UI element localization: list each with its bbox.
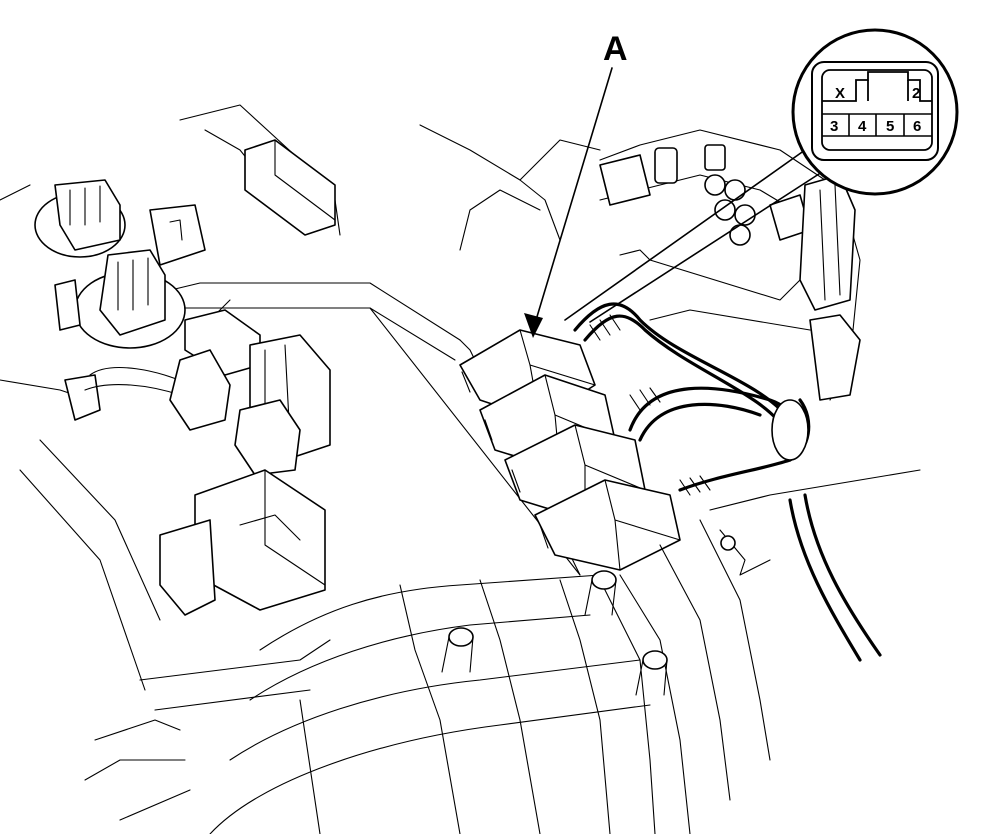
inset-connector-face [821, 69, 933, 151]
pin-label-5: 5 [886, 118, 894, 135]
callout-leader-line [532, 67, 613, 331]
dashboard-panel-outline [0, 104, 601, 821]
lower-duct-bracket [599, 469, 921, 834]
pin-label-6: 6 [913, 118, 921, 135]
pin-label-4: 4 [858, 118, 867, 135]
connector-inset: X 2 3 4 5 6 [564, 28, 959, 323]
pin-label-2: 2 [912, 85, 920, 102]
right-fuse-panel [599, 129, 861, 401]
inset-leader-line-1 [564, 149, 806, 321]
left-connector-cluster [34, 179, 206, 421]
inset-locking-notch [822, 71, 932, 102]
junction-box [459, 329, 681, 576]
pin-label-x: X [835, 85, 845, 102]
callout-label: A [603, 30, 628, 68]
bracket-clip [244, 139, 336, 236]
bottom-air-duct [209, 570, 668, 834]
inset-notch-inner [867, 80, 909, 101]
callout-arrowhead [524, 313, 543, 338]
inset-leader-line-2 [589, 171, 823, 323]
pin-label-3: 3 [830, 118, 838, 135]
callout-a: A [524, 30, 628, 338]
wire-harness [573, 302, 882, 662]
relay-blocks [159, 309, 331, 616]
